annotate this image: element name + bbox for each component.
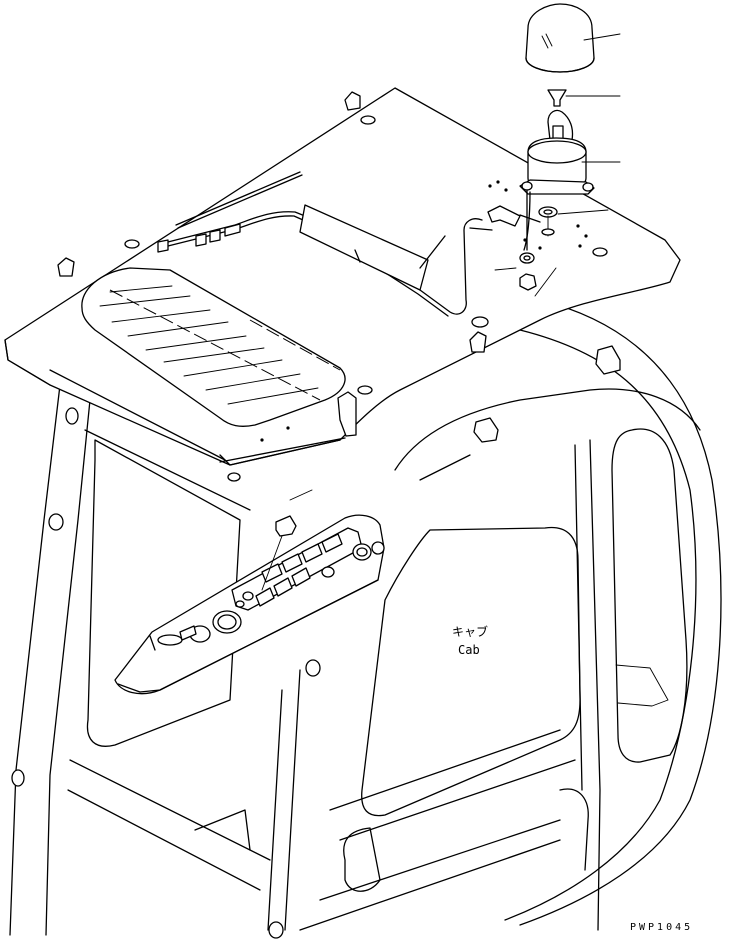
beacon-assembly — [494, 3, 621, 297]
roof-plate — [4, 87, 681, 482]
drawing-code: PWP1045 — [630, 922, 693, 933]
overhead-console — [114, 489, 385, 695]
cab-frame — [9, 299, 722, 939]
cab-label-en: Cab — [458, 643, 480, 657]
cab-label-jp: キャブ — [452, 624, 488, 639]
cab-label: キャブ Cab — [452, 624, 488, 657]
